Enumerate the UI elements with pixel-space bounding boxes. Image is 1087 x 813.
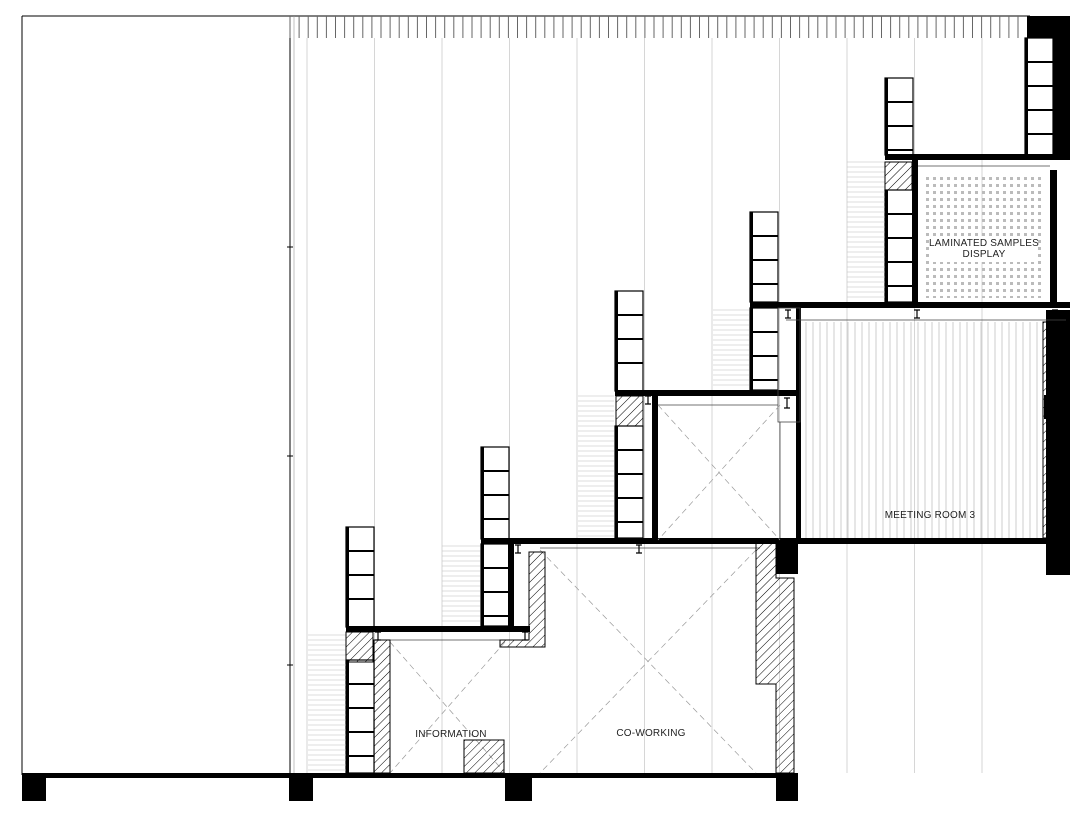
label-laminated-samples: LAMINATED SAMPLES <box>929 238 1039 249</box>
shelf-unit <box>884 77 914 156</box>
shelf-unit <box>749 211 779 303</box>
beam-markers <box>375 309 1058 641</box>
meeting-room-slats <box>800 322 1046 544</box>
shelving-units <box>345 37 1054 774</box>
shelf-back <box>1025 38 1028 155</box>
label-display: DISPLAY <box>963 249 1006 260</box>
label-meeting-room: MEETING ROOM 3 <box>885 510 976 521</box>
shelf-back <box>481 544 484 626</box>
shelf-back <box>615 426 618 538</box>
shelf-back <box>615 291 618 391</box>
shelf-back <box>885 78 888 155</box>
void-markers <box>389 404 781 774</box>
laminated-samples-display <box>922 174 1042 298</box>
meeting-room-wall <box>800 538 1046 544</box>
partition-lines <box>390 165 1066 641</box>
bottom-wall <box>22 773 798 801</box>
shelf-back <box>750 308 753 390</box>
grid-ticks <box>287 246 293 666</box>
shelf-unit <box>345 526 375 628</box>
shelf-unit <box>749 307 779 391</box>
stair-treads <box>308 161 885 771</box>
ceiling-slats <box>306 38 983 773</box>
shelf-unit <box>480 543 510 627</box>
label-coworking: CO-WORKING <box>616 728 685 739</box>
shelf-unit <box>1024 37 1054 156</box>
shelf-unit <box>614 290 644 392</box>
label-information: INFORMATION <box>415 729 486 740</box>
shelf-back <box>346 527 349 627</box>
shelf-back <box>346 660 349 773</box>
shelf-unit <box>480 446 510 540</box>
stepped-walls <box>346 154 1070 632</box>
shelf-back <box>885 190 888 302</box>
shelf-back <box>750 212 753 302</box>
shelf-back <box>481 447 484 539</box>
site-boundary <box>21 15 1030 775</box>
facade-louvres <box>289 16 1019 38</box>
hatched-walls <box>345 161 913 774</box>
